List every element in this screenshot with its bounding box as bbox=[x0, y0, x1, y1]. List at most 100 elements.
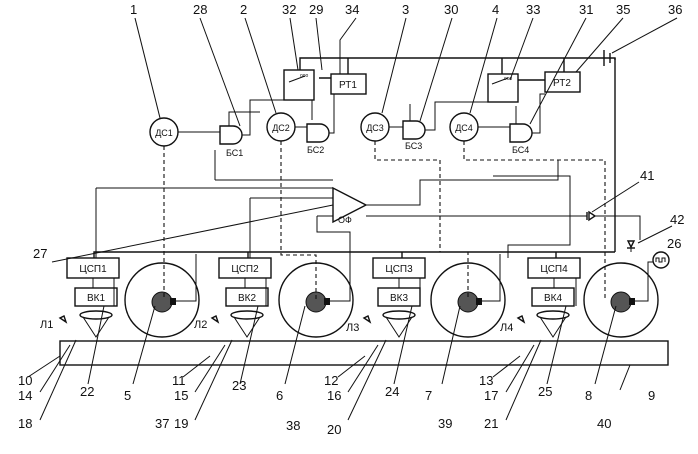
ref-6: 6 bbox=[276, 388, 283, 403]
gate-bs4: БС4 bbox=[509, 123, 533, 155]
generator-26 bbox=[652, 251, 670, 269]
tsp3-label: ЦСП3 bbox=[385, 264, 413, 275]
ref-31: 31 bbox=[579, 2, 593, 17]
svg-text:ooo: ooo bbox=[300, 73, 309, 79]
timer-box-32: ooo bbox=[283, 69, 315, 101]
gate-bs1: БС1 bbox=[219, 125, 243, 158]
ref-37: 37 bbox=[155, 416, 169, 431]
ref-8: 8 bbox=[585, 388, 592, 403]
ref-26: 26 bbox=[667, 236, 681, 251]
rt1-label: РТ1 bbox=[339, 80, 357, 91]
diode-42 bbox=[626, 240, 636, 249]
wheel-4 bbox=[583, 262, 659, 338]
l1-label: Л1 bbox=[40, 319, 53, 331]
ref-39: 39 bbox=[438, 416, 452, 431]
leader-lines bbox=[27, 17, 678, 421]
ref-16: 16 bbox=[327, 388, 341, 403]
vk2-label: ВК2 bbox=[238, 293, 256, 304]
relay-rt1: РТ1 bbox=[330, 73, 367, 95]
block-tsp2: ЦСП2 bbox=[218, 257, 272, 279]
ref-21: 21 bbox=[484, 416, 498, 431]
ref-15: 15 bbox=[174, 388, 188, 403]
ref-27: 27 bbox=[33, 246, 47, 261]
vk3-label: ВК3 bbox=[390, 293, 408, 304]
wheel-3 bbox=[430, 262, 506, 338]
ds2-label: ДС2 bbox=[272, 123, 290, 133]
gate-bs2: БС2 bbox=[306, 123, 330, 155]
amplifier-of: ОФ bbox=[332, 186, 368, 225]
tsp2-label: ЦСП2 bbox=[231, 264, 259, 275]
ref-13: 13 bbox=[479, 373, 493, 388]
ref-11: 11 bbox=[172, 373, 186, 388]
ref-1: 1 bbox=[130, 2, 137, 17]
block-vk1: ВК1 bbox=[74, 287, 118, 307]
ref-42: 42 bbox=[670, 212, 684, 227]
ref-2: 2 bbox=[240, 2, 247, 17]
block-vk2: ВК2 bbox=[225, 287, 269, 307]
reference-numbers: 1 28 2 32 29 34 3 30 4 33 31 35 36 41 42… bbox=[18, 2, 684, 437]
ds3-label: ДС3 bbox=[366, 123, 384, 133]
ref-24: 24 bbox=[385, 384, 399, 399]
ref-34: 34 bbox=[345, 2, 359, 17]
bs2-label: БС2 bbox=[307, 145, 324, 155]
of-label: ОФ bbox=[338, 215, 352, 225]
ref-32: 32 bbox=[282, 2, 296, 17]
ref-25: 25 bbox=[538, 384, 552, 399]
block-tsp4: ЦСП4 bbox=[527, 257, 581, 279]
ds1-label: ДС1 bbox=[155, 128, 173, 138]
ref-17: 17 bbox=[484, 388, 498, 403]
rail-beam bbox=[59, 340, 669, 366]
lens-2 bbox=[210, 310, 264, 338]
ref-12: 12 bbox=[324, 373, 338, 388]
wheel-1 bbox=[124, 262, 200, 338]
ref-19: 19 bbox=[174, 416, 188, 431]
block-tsp1: ЦСП1 bbox=[66, 257, 120, 279]
ref-33: 33 bbox=[526, 2, 540, 17]
l2-label: Л2 bbox=[194, 319, 207, 331]
block-tsp3: ЦСП3 bbox=[372, 257, 426, 279]
ref-29: 29 bbox=[309, 2, 323, 17]
vk4-label: ВК4 bbox=[544, 293, 562, 304]
ref-35: 35 bbox=[616, 2, 630, 17]
ref-40: 40 bbox=[597, 416, 611, 431]
tsp4-label: ЦСП4 bbox=[540, 264, 568, 275]
ref-36: 36 bbox=[668, 2, 682, 17]
wiring bbox=[51, 57, 653, 306]
l4-label: Л4 bbox=[500, 322, 513, 334]
ref-18: 18 bbox=[18, 416, 32, 431]
ref-10: 10 bbox=[18, 373, 32, 388]
ref-14: 14 bbox=[18, 388, 32, 403]
sensor-ds2: ДС2 bbox=[266, 112, 296, 142]
ref-22: 22 bbox=[80, 384, 94, 399]
sensor-ds3: ДС3 bbox=[360, 112, 390, 142]
ref-5: 5 bbox=[124, 388, 131, 403]
ref-9: 9 bbox=[648, 388, 655, 403]
ref-7: 7 bbox=[425, 388, 432, 403]
ref-23: 23 bbox=[232, 378, 246, 393]
bs3-label: БС3 bbox=[405, 141, 422, 151]
gate-bs3: БС3 bbox=[402, 120, 426, 151]
diode-41 bbox=[586, 210, 597, 222]
svg-text:ooo: ooo bbox=[504, 76, 513, 82]
emitter-labels: Л1 Л2 Л3 Л4 bbox=[40, 319, 513, 334]
ref-3: 3 bbox=[402, 2, 409, 17]
block-vk4: ВК4 bbox=[531, 287, 575, 307]
ref-28: 28 bbox=[193, 2, 207, 17]
ds4-label: ДС4 bbox=[455, 123, 473, 133]
vk1-label: ВК1 bbox=[87, 293, 105, 304]
bs4-label: БС4 bbox=[512, 145, 529, 155]
ref-4: 4 bbox=[492, 2, 499, 17]
bs1-label: БС1 bbox=[226, 148, 243, 158]
sensor-ds1: ДС1 bbox=[149, 117, 179, 147]
relay-rt2: РТ2 bbox=[544, 71, 581, 93]
tsp1-label: ЦСП1 bbox=[79, 264, 107, 275]
lens-1 bbox=[58, 310, 113, 338]
ref-30: 30 bbox=[444, 2, 458, 17]
block-vk3: ВК3 bbox=[377, 287, 421, 307]
ref-41: 41 bbox=[640, 168, 654, 183]
l3-label: Л3 bbox=[346, 322, 359, 334]
timer-box-33: ooo bbox=[487, 73, 519, 103]
sensor-ds4: ДС4 bbox=[449, 112, 479, 142]
ref-38: 38 bbox=[286, 418, 300, 433]
rt2-label: РТ2 bbox=[553, 78, 571, 89]
